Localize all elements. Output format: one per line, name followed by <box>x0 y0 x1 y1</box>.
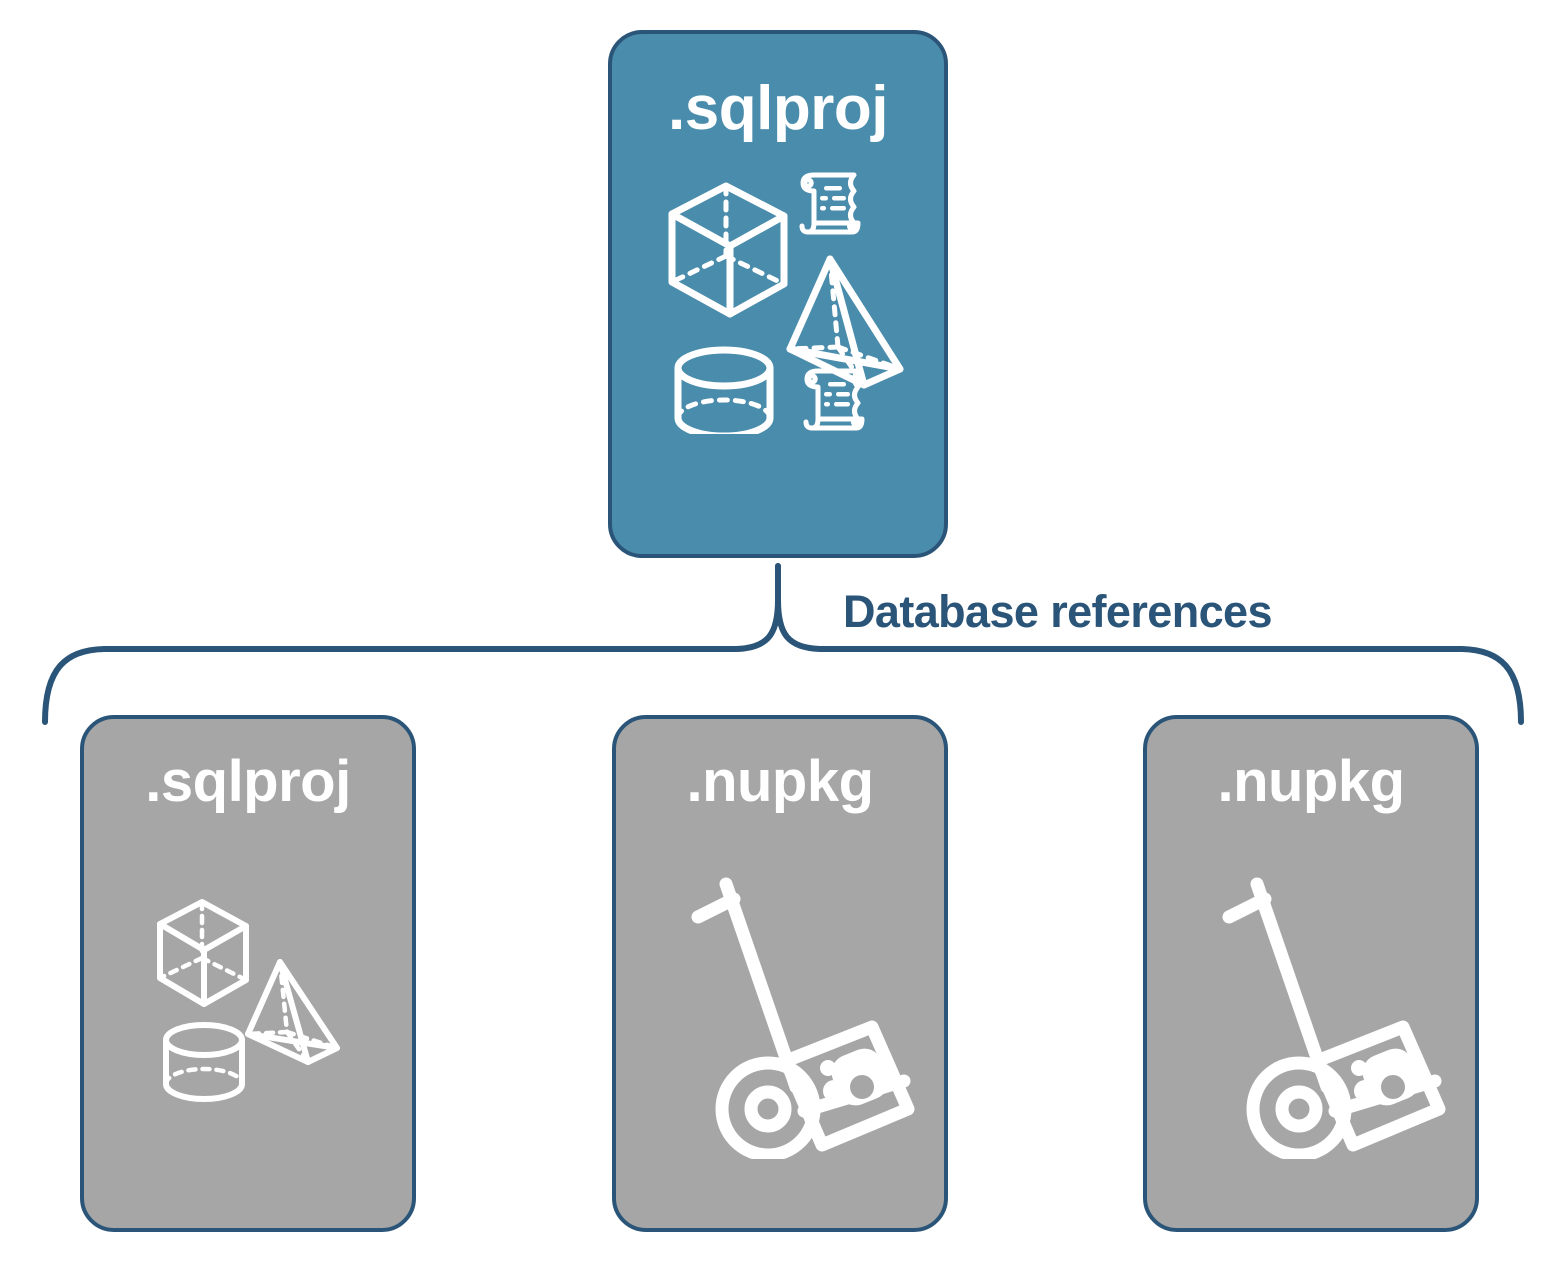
cylinder-icon <box>163 1022 245 1102</box>
cylinder-icon <box>674 346 774 434</box>
nuget-blob-cutouts <box>850 1075 874 1099</box>
hand-truck-package-icon-1 <box>691 877 915 1159</box>
root-card-artwork <box>668 182 904 434</box>
cube-icon <box>668 182 788 318</box>
scroll-script-icon-bottom <box>803 368 865 431</box>
nuget-blob-icon <box>820 1048 889 1106</box>
reference-card-nupkg-1[interactable]: .nupkg <box>612 715 948 1232</box>
pyramid-icon <box>786 255 904 389</box>
wheel-icon <box>715 1056 821 1159</box>
reference-card-title-0: .sqlproj <box>145 749 351 814</box>
reference-card-title-1: .nupkg <box>686 749 874 814</box>
cube-icon <box>157 899 249 1007</box>
nuget-blob-cutouts <box>1381 1075 1405 1099</box>
connector-label: Database references <box>843 586 1272 637</box>
reference-card-artwork-0 <box>157 899 340 1102</box>
pyramid-icon <box>245 959 340 1065</box>
scroll-script-icon-top <box>799 172 861 235</box>
root-card-sqlproj[interactable]: .sqlproj <box>608 30 948 558</box>
scroll-lines <box>820 186 846 211</box>
package-box <box>779 1020 915 1152</box>
wheel-icon <box>1246 1056 1352 1159</box>
root-card-title: .sqlproj <box>668 74 888 143</box>
hand-truck-package-icon-2 <box>1222 877 1446 1159</box>
reference-card-nupkg-2[interactable]: .nupkg <box>1143 715 1479 1232</box>
package-box <box>1310 1020 1446 1152</box>
reference-card-title-2: .nupkg <box>1217 749 1405 814</box>
scroll-lines <box>824 382 850 407</box>
reference-card-sqlproj[interactable]: .sqlproj <box>80 715 416 1232</box>
nuget-blob-icon <box>1351 1048 1420 1106</box>
